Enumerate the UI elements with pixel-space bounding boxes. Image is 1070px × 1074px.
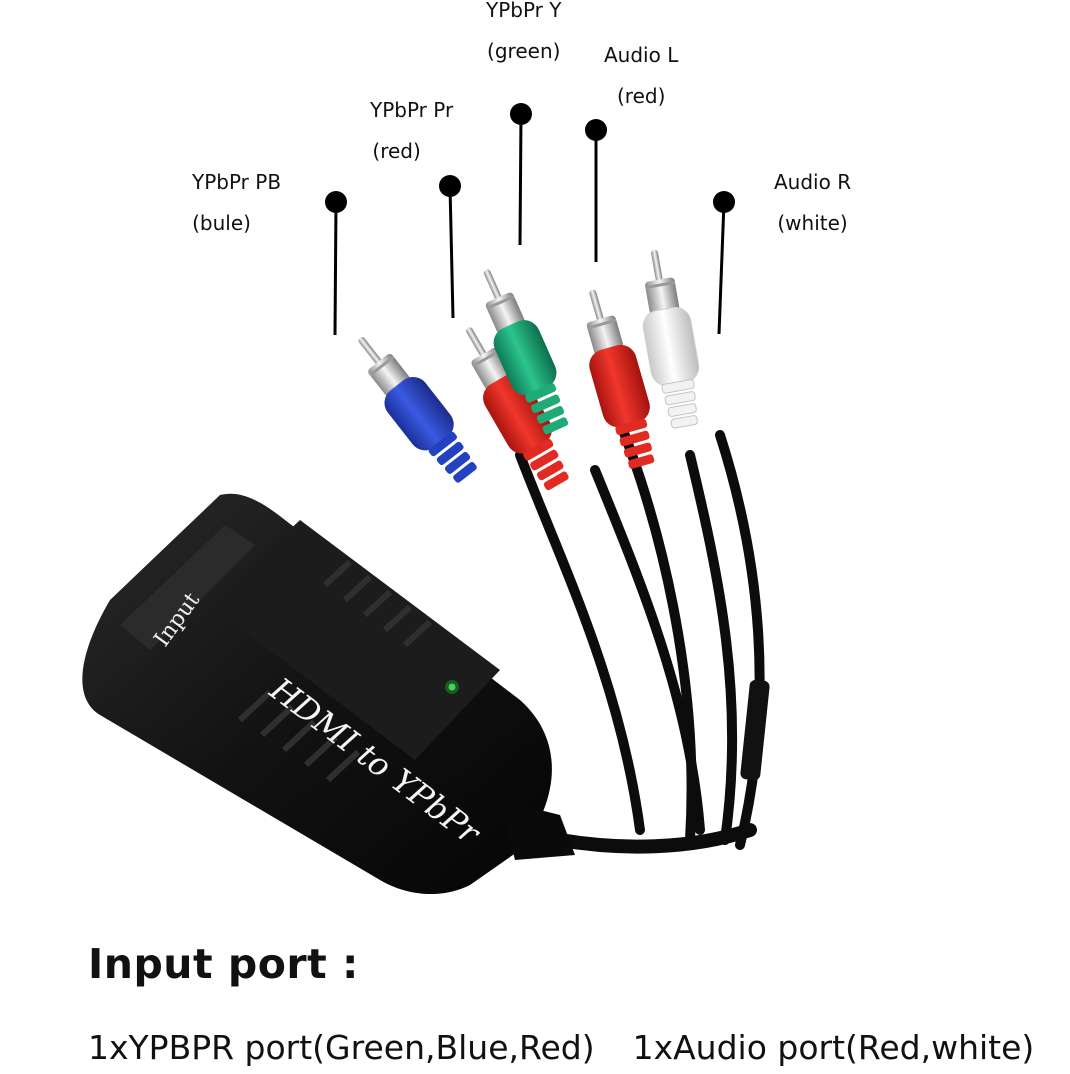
ypbpr-port-spec: 1xYPBPR port(Green,Blue,Red) xyxy=(88,1028,595,1067)
callout-audio-l-name: Audio L xyxy=(604,43,679,67)
plug-white xyxy=(639,247,700,429)
callout-ypbpr-y-color: (green) xyxy=(487,39,561,63)
callout-audio-r-name: Audio R xyxy=(774,170,852,194)
callout-ypbpr-pr-color: (red) xyxy=(372,139,421,163)
callout-audio-l: Audio L (red) xyxy=(604,35,678,117)
input-port-heading: Input port : xyxy=(88,940,359,988)
plug-red-pr xyxy=(455,320,569,491)
callout-ypbpr-y: YPbPr Y (green) xyxy=(486,0,561,72)
callout-ypbpr-pr-name: YPbPr Pr xyxy=(370,98,454,122)
converter-box: Input HDMI to YPbPr xyxy=(82,493,575,895)
callout-ypbpr-pb-name: YPbPr PB xyxy=(192,170,282,194)
plug-blue xyxy=(348,328,477,483)
callout-ypbpr-y-name: YPbPr Y xyxy=(486,0,562,22)
callout-audio-r-color: (white) xyxy=(777,211,848,235)
power-led xyxy=(448,683,456,691)
callout-dots xyxy=(325,103,735,213)
callout-ypbpr-pb: YPbPr PB (bule) xyxy=(192,162,281,244)
callout-ypbpr-pb-color: (bule) xyxy=(192,211,251,235)
callout-ypbpr-pr: YPbPr Pr (red) xyxy=(370,90,453,172)
port-list: 1xYPBPR port(Green,Blue,Red) 1xAudio port… xyxy=(88,1028,1034,1067)
cables xyxy=(515,405,770,854)
audio-port-spec: 1xAudio port(Red,white) xyxy=(632,1028,1035,1067)
plug-red-audio xyxy=(577,285,655,469)
callout-audio-r: Audio R (white) xyxy=(774,162,851,244)
callout-audio-l-color: (red) xyxy=(616,84,666,108)
plug-green xyxy=(472,263,569,435)
callout-pointers xyxy=(333,113,726,336)
